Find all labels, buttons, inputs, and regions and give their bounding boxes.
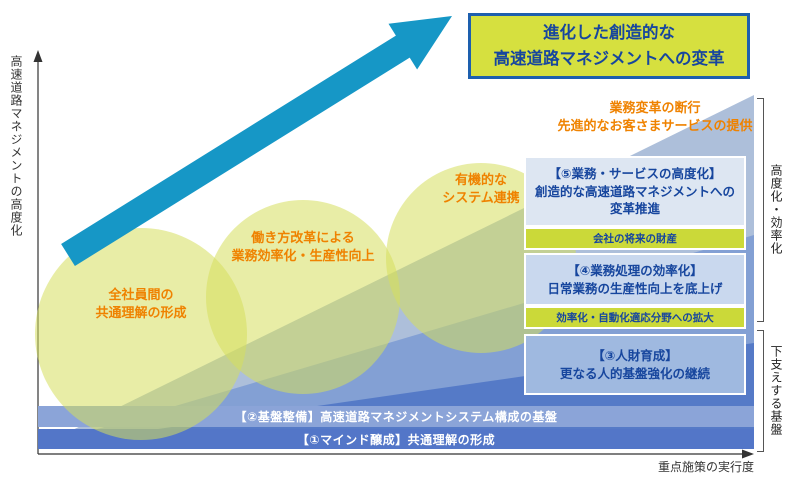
- step-3-group: 【③人財育成】 更なる人的基盤強化の継続: [524, 334, 746, 395]
- title-line2: 高速道路マネジメントへの変革: [493, 49, 725, 68]
- step-4-title: 【④業務処理の効率化】: [567, 263, 703, 278]
- theme-circle-2-line1: 働き方改革による: [251, 231, 355, 246]
- step-4-box: 【④業務処理の効率化】 日常業務の生産性向上を底上げ: [524, 253, 746, 306]
- step-4-group: 【④業務処理の効率化】 日常業務の生産性向上を底上げ 効率化・自動化適応分野への…: [524, 253, 746, 329]
- axis-y-arrowhead-icon: [33, 50, 43, 62]
- theme-circle-1-label: 全社員間の 共通理解の形成: [55, 287, 227, 322]
- bracket-lower: [757, 330, 764, 452]
- theme-circle-1-line1: 全社員間の: [108, 288, 174, 303]
- step-3-box: 【③人財育成】 更なる人的基盤強化の継続: [524, 334, 746, 395]
- axis-x-arrowhead-icon: [742, 449, 754, 459]
- base-band-2: 【②基盤整備】高速道路マネジメントシステム構成の基盤: [38, 406, 754, 427]
- step-3-title: 【③人財育成】: [592, 348, 678, 363]
- title-box: 進化した創造的な 高速道路マネジメントへの変革: [468, 13, 750, 79]
- title-line1: 進化した創造的な: [543, 22, 675, 42]
- theme-circle-3-line1: 有機的な: [454, 173, 507, 188]
- theme-circle-1-line2: 共通理解の形成: [95, 305, 187, 321]
- theme-circle-2-line2: 業務効率化・生産性向上: [231, 248, 375, 264]
- step-5-box: 【⑤業務・サービスの高度化】 創造的な高速道路マネジメントへの変革推進: [524, 156, 746, 227]
- step-5-group: 【⑤業務・サービスの高度化】 創造的な高速道路マネジメントへの変革推進 会社の将…: [524, 156, 746, 250]
- step-3-body: 更なる人的基盤強化の継続: [559, 365, 710, 381]
- theme-circle-3-line2: システム連携: [442, 190, 520, 206]
- theme-circle-3-label: 有機的な システム連携: [400, 172, 562, 207]
- step-4-tag: 効率化・自動化適応分野への拡大: [524, 306, 746, 329]
- step-5-title: 【⑤業務・サービスの高度化】: [548, 166, 722, 181]
- step-4-body: 日常業務の生産性向上を底上げ: [547, 280, 723, 296]
- goal-text-line1: 業務変革の断行: [609, 101, 701, 116]
- theme-circle-2-label: 働き方改革による 業務効率化・生産性向上: [210, 230, 396, 265]
- base-band-2-label: 【②基盤整備】高速道路マネジメントシステム構成の基盤: [234, 410, 558, 424]
- axis-x-label: 重点施策の実行度: [657, 460, 754, 474]
- axis-y-label: 高速道路マネジメントの高度化: [9, 55, 23, 237]
- goal-text: 業務変革の断行 先進的なお客さまサービスの提供: [535, 100, 775, 136]
- step-5-tag: 会社の将来の財産: [524, 226, 746, 250]
- side-label-upper: 高度化・効率化: [769, 163, 783, 255]
- base-band-1-label: 【①マインド醸成】共通理解の形成: [296, 432, 496, 447]
- base-band-1: 【①マインド醸成】共通理解の形成: [38, 429, 754, 449]
- bracket-upper: [757, 98, 764, 322]
- goal-text-line2: 先進的なお客さまサービスの提供: [557, 119, 753, 135]
- side-label-lower: 下支えする基盤: [769, 344, 783, 436]
- step-5-body: 創造的な高速道路マネジメントへの変革推進: [534, 183, 735, 217]
